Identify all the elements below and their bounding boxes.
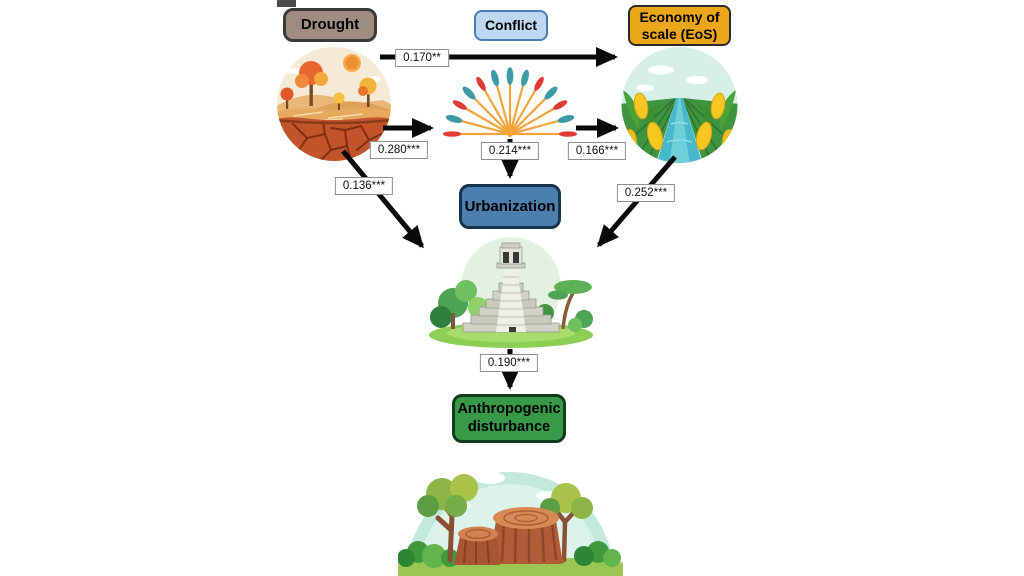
conflict-illustration — [442, 59, 578, 138]
coef-drought-conflict: 0.280*** — [369, 141, 429, 159]
coef-conflict-urbanization: 0.214*** — [480, 142, 540, 160]
node-anthropogenic: Anthropogenic disturbance — [452, 394, 566, 443]
node-drought: Drought — [283, 8, 377, 42]
corn-field-canal-icon — [621, 47, 738, 163]
node-eos: Economy of scale (EoS) — [628, 5, 731, 46]
node-conflict: Conflict — [474, 10, 548, 41]
coef-drought-urbanization: 0.136*** — [334, 177, 394, 195]
node-urbanization: Urbanization — [459, 184, 561, 229]
urbanization-illustration — [423, 233, 598, 351]
coef-conflict-eos: 0.166*** — [567, 142, 627, 160]
anthropogenic-illustration — [397, 450, 623, 576]
coef-urbanization-anthropogenic: 0.190*** — [479, 354, 539, 372]
coef-eos-urbanization: 0.252*** — [616, 184, 676, 202]
edge-drought-urbanization — [341, 149, 424, 249]
coef-drought-eos: 0.170** — [395, 49, 449, 67]
eos-illustration — [619, 46, 740, 166]
spear-fan-icon — [443, 67, 577, 137]
maya-pyramid-icon — [429, 237, 593, 348]
panel-label-mark — [277, 0, 296, 7]
deforestation-stumps-icon — [397, 472, 623, 576]
